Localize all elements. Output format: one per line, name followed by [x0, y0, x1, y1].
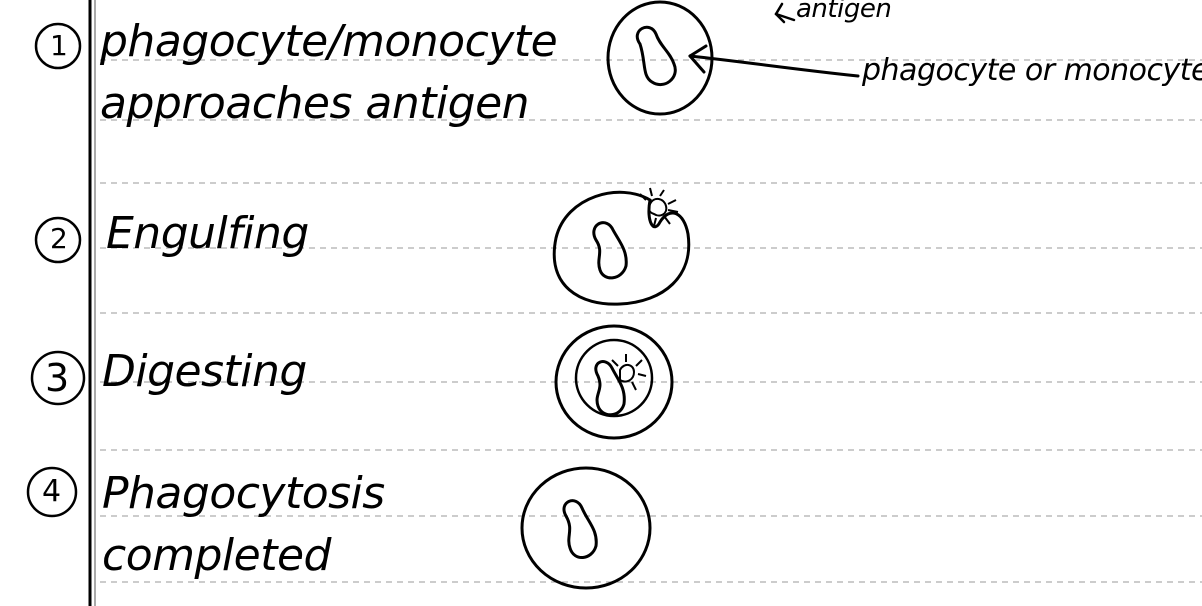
vacuole — [576, 340, 652, 416]
cell-nucleus — [564, 501, 596, 558]
step-4-cell-drawing — [522, 468, 650, 588]
step-1-label-line-1: phagocyte/monocyte — [100, 20, 557, 64]
antigen-annotation: antigen — [796, 0, 891, 22]
step-1-number: 1 — [50, 32, 68, 60]
step-2-number: 2 — [50, 225, 68, 253]
digested-antigen — [612, 354, 646, 390]
cell-label-arrow — [690, 46, 858, 76]
step-3-number: 3 — [45, 359, 69, 397]
cell-nucleus — [637, 27, 675, 84]
antigen-particle — [640, 188, 678, 226]
phagocyte-cell — [522, 468, 650, 588]
step-4-label-line-1: Phagocytosis — [102, 472, 385, 516]
antigen-arrow — [776, 4, 794, 22]
cell-nucleus — [594, 223, 626, 278]
step-4-label-line-2: completed — [102, 534, 331, 578]
step-3-label: Digesting — [102, 350, 307, 394]
step-2-label: Engulfing — [106, 212, 309, 256]
cell-annotation: phagocyte or monocyte — [862, 56, 1202, 86]
step-1-label-line-2: approaches antigen — [100, 82, 529, 126]
step-4-number: 4 — [42, 477, 61, 507]
